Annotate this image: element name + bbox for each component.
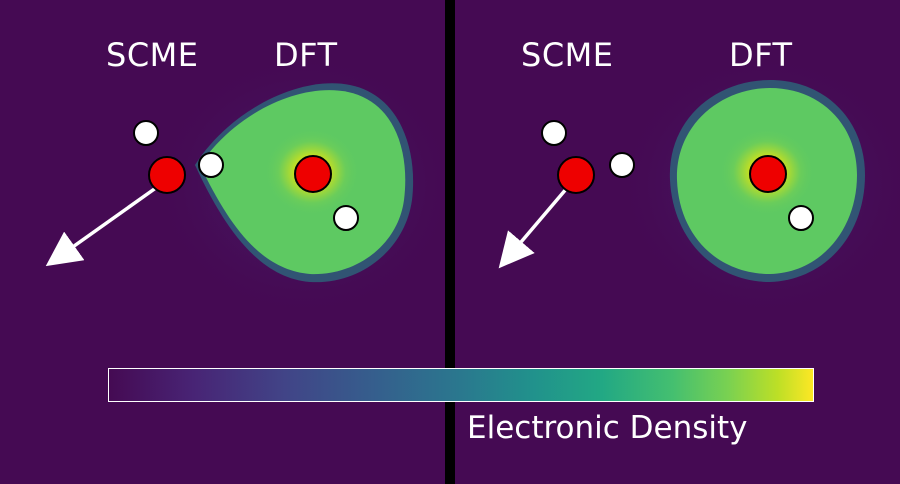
label-scme: SCME — [106, 36, 199, 74]
hydrogen-atom — [333, 205, 359, 231]
oxygen-atom — [294, 155, 332, 193]
hydrogen-atom — [609, 152, 635, 178]
density-map-right — [455, 0, 900, 484]
label-scme: SCME — [521, 36, 614, 74]
label-dft: DFT — [274, 36, 338, 74]
oxygen-atom — [557, 156, 595, 194]
dipole-arrow — [498, 186, 569, 269]
hydrogen-atom — [198, 152, 224, 178]
panel-right: SCME DFT — [455, 0, 900, 484]
dipole-arrow — [45, 183, 162, 267]
hydrogen-atom — [541, 120, 567, 146]
density-map-left — [0, 0, 445, 484]
oxygen-atom — [148, 156, 186, 194]
hydrogen-atom — [788, 205, 814, 231]
hydrogen-atom — [133, 120, 159, 146]
oxygen-atom — [749, 155, 787, 193]
colorbar-title: Electronic Density — [467, 410, 748, 446]
colorbar — [108, 368, 814, 402]
label-dft: DFT — [729, 36, 793, 74]
panel-left: SCME DFT — [0, 0, 445, 484]
